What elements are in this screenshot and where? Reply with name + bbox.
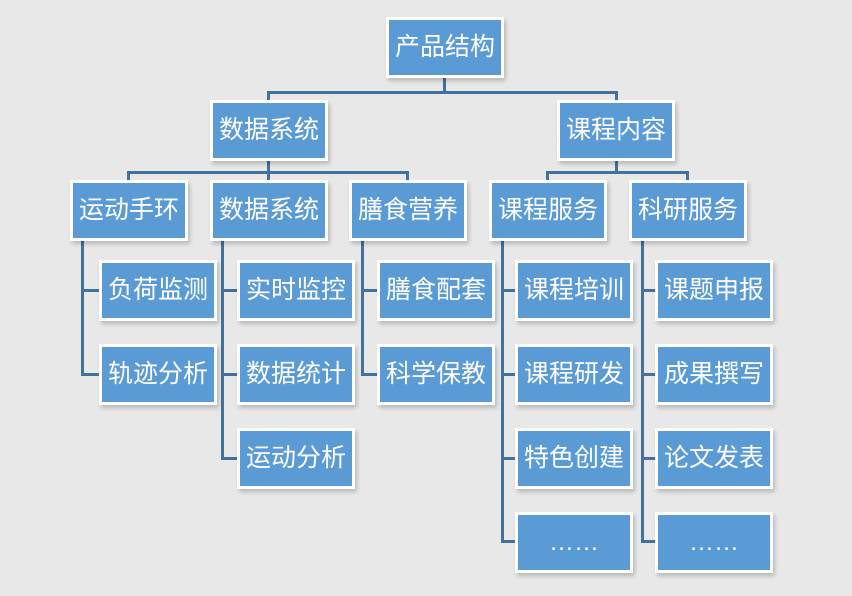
hang-stub [221,373,237,376]
node-course-content: 课程内容 [557,100,675,161]
connector-stub-data-system [267,91,270,101]
hang-stub [221,289,237,292]
hang-stub [81,289,99,292]
leaf-feature-creation: 特色创建 [515,428,633,489]
hang-stub [641,289,655,292]
connector-stub-course-content [615,91,618,101]
connector-stub-diet-nutrition [406,171,409,181]
hang-rail-sport-band [81,241,84,376]
connector-course-content-stem [615,161,618,174]
hang-rail-diet-nutrition [361,241,364,376]
connector-stub-sport-band [127,171,130,181]
node-data-system: 数据系统 [210,100,328,161]
leaf-diet-matching: 膳食配套 [377,260,495,321]
leaf-course-development: 课程研发 [515,344,633,405]
leaf-load-monitoring: 负荷监测 [99,260,217,321]
hang-stub [361,289,377,292]
leaf-research-service-more: …… [655,512,773,573]
leaf-data-statistics: 数据统计 [237,344,355,405]
connector-level2-rail [267,91,618,94]
hang-stub [221,457,237,460]
node-research-service: 科研服务 [629,180,747,241]
hang-stub [501,373,515,376]
hang-stub [501,289,515,292]
node-course-service: 课程服务 [489,180,607,241]
node-product-structure: 产品结构 [386,17,504,78]
leaf-trajectory-analysis: 轨迹分析 [99,344,217,405]
connector-right-rail [546,171,689,174]
hang-rail-course-service [501,241,504,543]
leaf-paper-publishing: 论文发表 [655,428,773,489]
leaf-scientific-care: 科学保教 [377,344,495,405]
connector-root-stem [443,78,446,94]
hang-stub [501,457,515,460]
hang-rail-data-system-sub [221,241,224,460]
hang-stub [641,540,655,543]
hang-stub [641,373,655,376]
hang-stub [501,540,515,543]
leaf-course-training: 课程培训 [515,260,633,321]
leaf-project-application: 课题申报 [655,260,773,321]
node-data-system-sub: 数据系统 [210,180,328,241]
connector-stub-data-system-sub [267,171,270,181]
leaf-realtime-monitoring: 实时监控 [237,260,355,321]
leaf-results-writing: 成果撰写 [655,344,773,405]
hang-stub [81,373,99,376]
leaf-motion-analysis: 运动分析 [237,428,355,489]
connector-stub-research-service [686,171,689,181]
connector-stub-course-service [546,171,549,181]
node-diet-nutrition: 膳食营养 [349,180,467,241]
hang-stub [641,457,655,460]
hang-stub [361,373,377,376]
hang-rail-research-service [641,241,644,543]
node-sport-band: 运动手环 [70,180,188,241]
leaf-course-service-more: …… [515,512,633,573]
connector-data-system-stem [267,161,270,174]
